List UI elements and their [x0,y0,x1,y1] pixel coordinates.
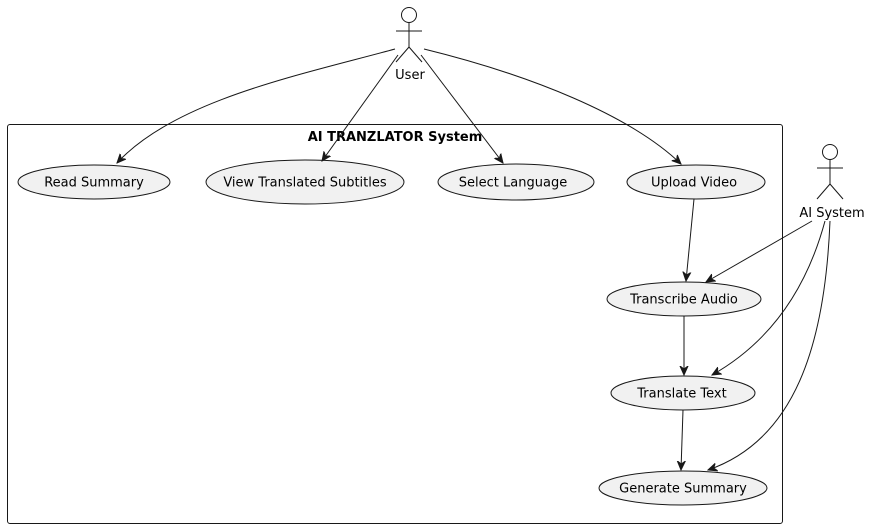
use-case-read-summary[interactable]: Read Summary [17,164,171,200]
actor-ai-system-right-leg [829,183,844,200]
actor-ai-system-label: AI System [799,206,864,221]
use-case-read-summary-label: Read Summary [44,176,144,191]
edge-user-to-upload-video [423,48,681,164]
use-case-generate-summary[interactable]: Generate Summary [598,470,768,506]
use-case-select-language-label: Select Language [459,176,567,191]
use-case-upload-video-label: Upload Video [651,176,737,191]
use-case-transcribe-audio[interactable]: Transcribe Audio [606,281,762,317]
actor-ai-system-left-leg [816,183,831,200]
edge-translate-text-to-generate-summary [681,409,683,470]
edge-ai-system-to-generate-summary [708,220,831,470]
edge-user-to-read-summary [117,48,396,163]
edge-ai-system-to-transcribe-audio [706,220,813,282]
edge-ai-system-to-translate-text [712,220,826,375]
use-case-transcribe-audio-label: Transcribe Audio [629,293,738,308]
system-boundary [7,124,783,524]
use-case-select-language[interactable]: Select Language [437,163,595,201]
use-case-view-translated-subtitles-label: View Translated Subtitles [223,176,387,191]
use-case-upload-video[interactable]: Upload Video [626,164,766,200]
system-title: AI TRANZLATOR System [308,130,483,145]
actor-user-label: User [395,68,425,83]
actor-ai-system-head [822,144,838,160]
edge-user-to-view-translated-subtitles [322,54,399,161]
use-case-translate-text-label: Translate Text [636,387,726,402]
edge-user-to-select-language [420,54,503,163]
actor-user-head [401,7,417,23]
use-case-translate-text[interactable]: Translate Text [610,375,756,411]
use-case-view-translated-subtitles[interactable]: View Translated Subtitles [205,159,405,205]
actor-user-right-leg [408,46,423,63]
edge-upload-video-to-transcribe-audio [686,198,695,281]
use-case-generate-summary-label: Generate Summary [619,482,747,497]
actor-user[interactable]: User [395,7,425,84]
actor-user-left-leg [395,46,410,63]
actor-ai-system[interactable]: AI System [799,144,865,222]
